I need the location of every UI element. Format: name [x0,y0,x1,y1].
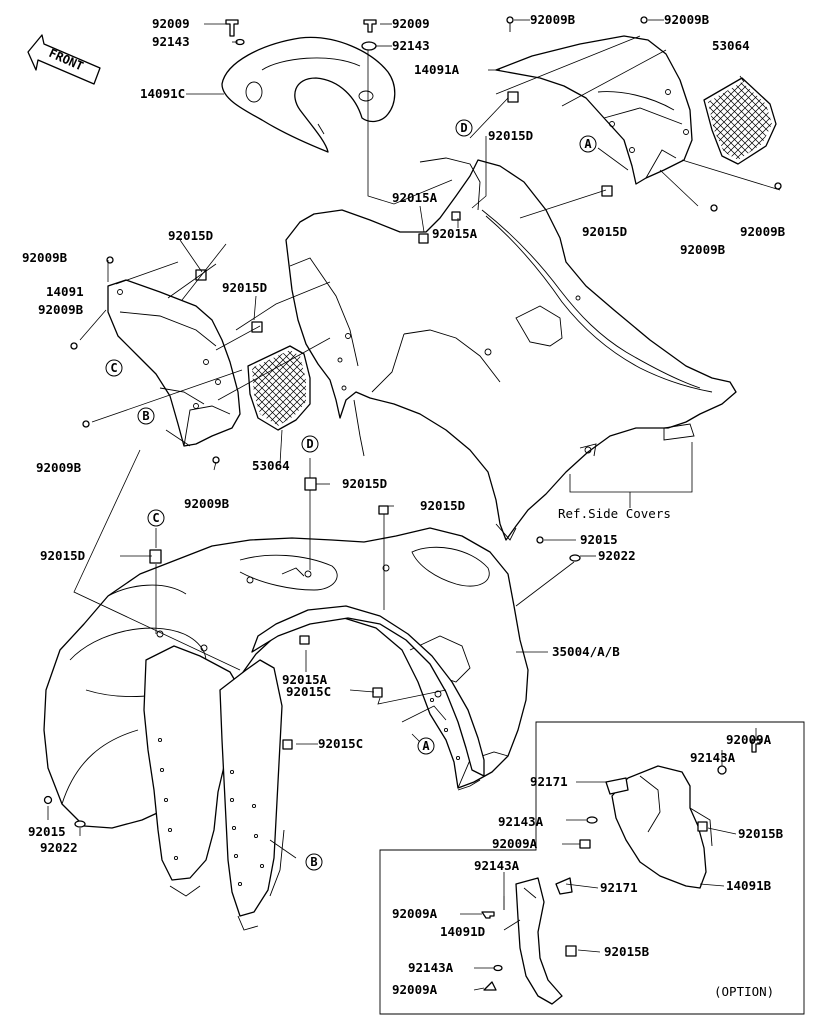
cover-14091a [495,35,693,185]
ref-marker-c: C [105,359,123,377]
part-label: 92009A [492,836,538,851]
part-label: 92022 [40,840,78,855]
part-label: 14091D [440,924,485,939]
part-label: 14091C [140,86,185,101]
reference-markers: D A C B D C A B [105,119,597,871]
ref-marker-a: A [417,737,435,755]
part-label: 92143A [690,750,736,765]
part-label: 92009B [38,302,84,317]
part-label: 14091 [46,284,84,299]
part-label: 92009B [664,12,710,27]
part-label: 92015C [286,684,331,699]
part-label: 92009A [726,732,772,747]
svg-text:A: A [422,739,430,753]
part-label: 92171 [600,880,638,895]
part-label: 92143A [498,814,544,829]
part-label: 92009B [680,242,726,257]
part-label: 92015D [40,548,85,563]
part-labels: 92009 92143 14091C 92009 92143 92009B 92… [22,12,786,997]
svg-text:B: B [142,409,149,423]
part-label: 92009 [392,16,430,31]
part-label: 92009B [184,496,230,511]
part-label: 35004/A/B [552,644,620,659]
option-box: (OPTION) [379,721,805,1015]
part-label: 92143 [392,38,430,53]
part-label: 92143A [474,858,520,873]
mesh-grille-middle-icon [247,345,311,431]
part-label: 92015A [392,190,438,205]
part-label: 92009B [22,250,68,265]
part-label: 92015D [488,128,533,143]
part-label: 92015 [28,824,66,839]
part-label: 92015D [582,224,627,239]
hardware-fasteners [43,16,782,828]
part-label: 92015D [168,228,213,243]
svg-text:D: D [460,121,467,135]
part-label: 14091A [414,62,460,77]
ref-side-covers-note: Ref.Side Covers [558,506,671,521]
ref-marker-d: D [455,119,473,137]
ref-marker-c: C [147,509,165,527]
part-label: 92009A [392,906,438,921]
part-label: 92009B [36,460,82,475]
part-label: 92015 [580,532,618,547]
cover-14091 [107,279,241,447]
inner-fender-panel [143,605,485,931]
part-label: 92009A [392,982,438,997]
part-label: 92143 [152,34,190,49]
ref-marker-d: D [301,435,319,453]
part-label: 14091B [726,878,772,893]
part-label: 92143A [408,960,454,975]
part-label: 92171 [530,774,568,789]
part-label: 92009B [530,12,576,27]
part-label: 53064 [712,38,750,53]
ref-marker-b: B [305,853,323,871]
leader-lines [47,19,781,859]
front-fender [285,157,737,541]
part-label: 92015B [604,944,650,959]
part-label: 92009 [152,16,190,31]
svg-text:D: D [306,437,313,451]
ref-marker-b: B [137,407,155,425]
option-label: (OPTION) [714,984,774,999]
svg-text:A: A [584,137,592,151]
part-label: 92015D [342,476,387,491]
part-label: 92015A [432,226,478,241]
part-label: 92022 [598,548,636,563]
part-label: 53064 [252,458,290,473]
ref-marker-a: A [579,135,597,153]
part-label: 92009B [740,224,786,239]
mesh-grille-upper-icon [703,77,777,165]
svg-text:C: C [152,511,159,525]
svg-text:C: C [110,361,117,375]
cover-14091c [221,36,396,153]
front-arrow-icon: FRONT [27,34,101,85]
part-label: 92015C [318,736,363,751]
part-label: 92015B [738,826,784,841]
part-label: 92015A [282,672,328,687]
part-label: 92015D [420,498,465,513]
part-label: 92015D [222,280,267,295]
svg-text:B: B [310,855,317,869]
